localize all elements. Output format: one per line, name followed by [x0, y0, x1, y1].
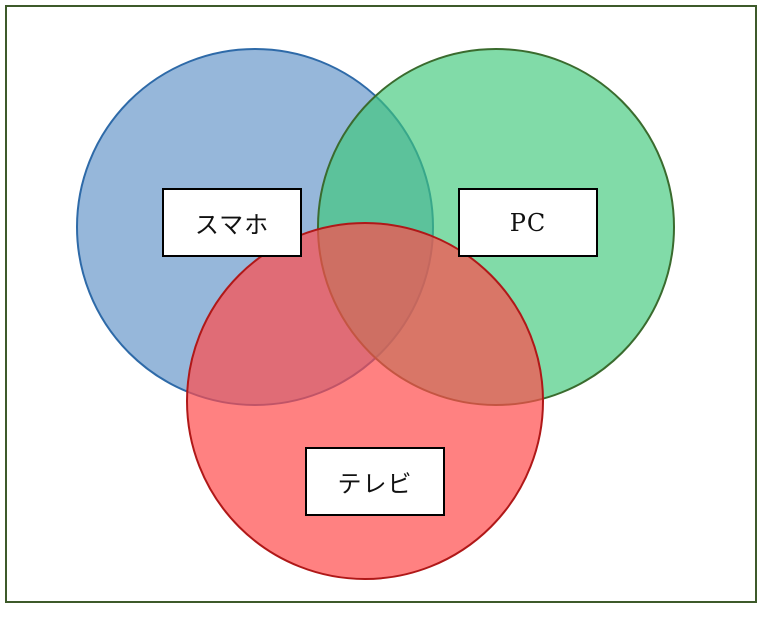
set-label-tv: テレビ	[305, 447, 445, 516]
venn-circle-tv	[186, 222, 544, 580]
set-label-smartphone: スマホ	[162, 188, 302, 257]
set-label-pc: PC	[458, 188, 598, 257]
